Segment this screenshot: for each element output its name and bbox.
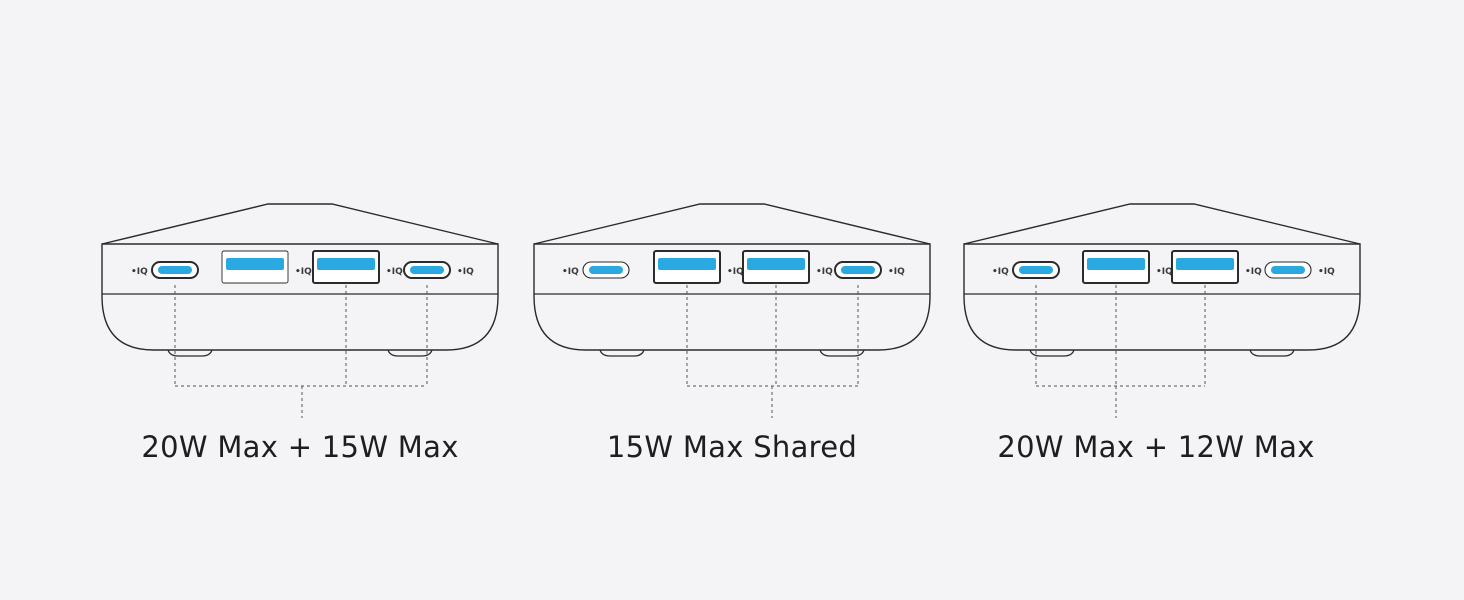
charger-foot-2: [1249, 349, 1295, 357]
charger-2-output-caption: 15W Max Shared: [606, 430, 858, 464]
usb-a-port-contact: [1176, 258, 1234, 270]
usb-a-port-2: •IQ: [653, 250, 744, 284]
charger-foot-1: [167, 349, 213, 357]
iq-marker: •IQ: [816, 267, 833, 277]
usb-c-port-contact: [841, 266, 875, 274]
usb-a-port-contact: [317, 258, 375, 270]
usb-c-port-1: •IQ: [992, 261, 1060, 279]
shared-output-connector: [686, 285, 859, 418]
charger-3-output-caption: 20W Max + 12W Max: [997, 430, 1315, 464]
iq-marker: •IQ: [457, 267, 474, 277]
shared-output-connector: [1035, 285, 1206, 418]
charger-foot-1: [599, 349, 645, 357]
usb-c-port-4: •IQ: [403, 261, 474, 279]
iq-marker: •IQ: [131, 267, 148, 277]
charger-top-edge: [533, 203, 931, 245]
iq-marker: •IQ: [992, 267, 1009, 277]
charger-3: •IQ •IQ •IQ •IQ: [963, 203, 1361, 418]
usb-a-port-3: •IQ: [1171, 250, 1262, 284]
usb-a-port-3: •IQ: [742, 250, 833, 284]
usb-a-port-contact: [1087, 258, 1145, 270]
charger-body: [101, 243, 499, 351]
usb-c-port-4: •IQ: [1264, 261, 1335, 279]
charger-top-edge: [963, 203, 1361, 245]
usb-c-port-1: •IQ: [131, 261, 199, 279]
iq-marker: •IQ: [386, 267, 403, 277]
usb-a-port-2: •IQ: [1082, 250, 1173, 284]
charger-1: •IQ •IQ •IQ •IQ: [101, 203, 499, 418]
charger-2: •IQ •IQ •IQ •IQ: [533, 203, 931, 418]
usb-c-port-1: •IQ: [562, 261, 630, 279]
usb-c-port-contact: [589, 266, 623, 274]
usb-a-port-2: •IQ: [221, 250, 312, 284]
usb-c-port-contact: [158, 266, 192, 274]
iq-marker: •IQ: [1156, 267, 1173, 277]
usb-a-port-contact: [226, 258, 284, 270]
charger-top-edge: [101, 203, 499, 245]
usb-a-port-contact: [747, 258, 805, 270]
charger-1-output-caption: 20W Max + 15W Max: [141, 430, 459, 464]
usb-c-port-contact: [1019, 266, 1053, 274]
usb-a-port-3: •IQ: [312, 250, 403, 284]
usb-c-port-4: •IQ: [834, 261, 905, 279]
iq-marker: •IQ: [295, 267, 312, 277]
charger-body: [963, 243, 1361, 351]
charger-foot-1: [1029, 349, 1075, 357]
shared-output-connector: [174, 285, 428, 418]
usb-c-port-contact: [410, 266, 444, 274]
iq-marker: •IQ: [562, 267, 579, 277]
usb-a-port-contact: [658, 258, 716, 270]
charger-foot-2: [819, 349, 865, 357]
iq-marker: •IQ: [1245, 267, 1262, 277]
usb-c-port-contact: [1271, 266, 1305, 274]
iq-marker: •IQ: [1318, 267, 1335, 277]
iq-marker: •IQ: [727, 267, 744, 277]
iq-marker: •IQ: [888, 267, 905, 277]
charger-body: [533, 243, 931, 351]
charger-foot-2: [387, 349, 433, 357]
